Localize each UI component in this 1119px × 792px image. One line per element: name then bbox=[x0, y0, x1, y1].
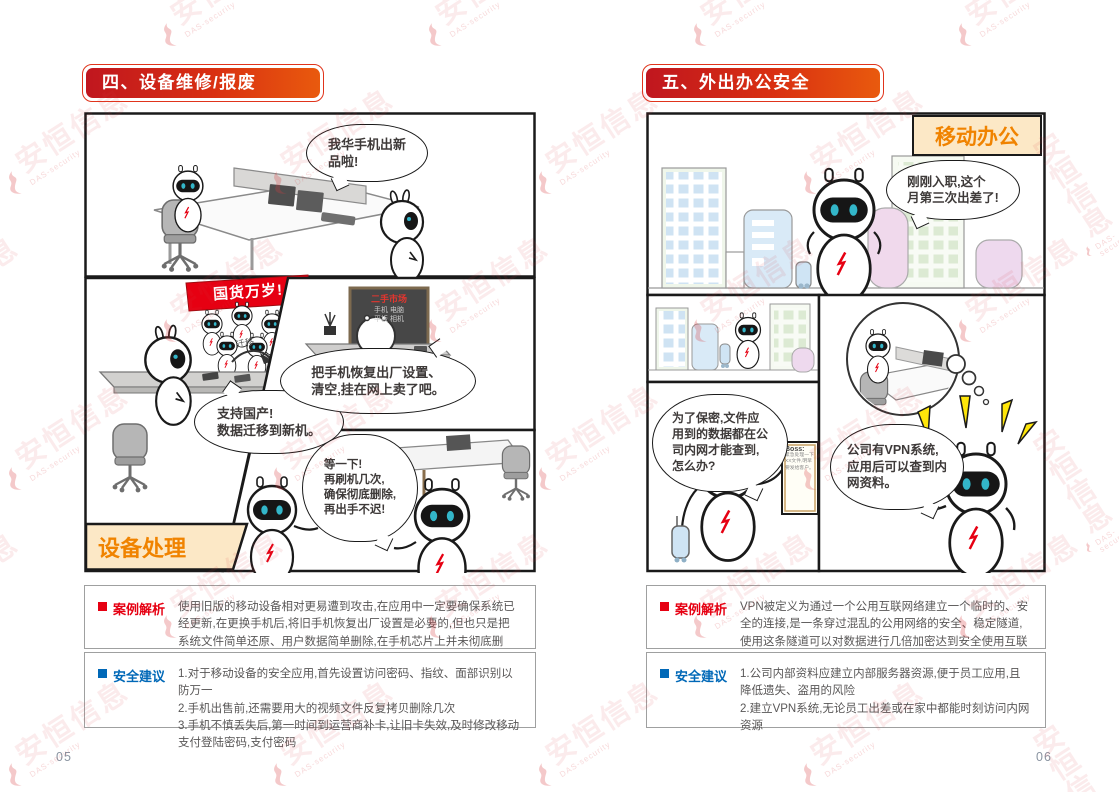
brand-swirl-icon bbox=[1086, 246, 1092, 256]
brand-swirl-icon bbox=[1086, 542, 1092, 552]
safety-advice-label: 安全建议 bbox=[660, 666, 740, 719]
case-analysis-text: VPN被定义为通过一个公用互联网络建立一个临时的、安全的连接,是一条穿过混乱的公… bbox=[740, 601, 1029, 665]
boss-board-text: Boss: 紧急处理一下XX文件,明早要发给客户。 bbox=[785, 446, 815, 472]
speech-bubble-new-phone: 我华手机出新 品啦! bbox=[306, 124, 428, 182]
robot-accessories-illustration bbox=[671, 441, 819, 563]
robot-arm bbox=[393, 541, 417, 550]
section-title-banner-left: 四、设备维修/报废 bbox=[82, 64, 324, 102]
page-title: 四、设备维修/报废 bbox=[86, 68, 320, 98]
robot-arm bbox=[293, 524, 319, 531]
speech-bubble-new-job: 刚刚入职,这个 月第三次出差了! bbox=[886, 160, 1020, 220]
page-number-right: 06 bbox=[1036, 750, 1052, 764]
board-line: 手机 电脑 bbox=[374, 306, 404, 314]
brand-swirl-icon bbox=[9, 763, 22, 786]
case-analysis-label: 案例解析 bbox=[98, 599, 178, 640]
comic-right: 移动办公 刚刚入职,这个 月第三次出差了! 为了保密,文件应 用到的数据都在公 … bbox=[646, 112, 1046, 573]
street-scene-illustration bbox=[648, 303, 818, 373]
brand-swirl-icon bbox=[9, 171, 22, 194]
brand-swirl-icon bbox=[164, 23, 177, 46]
safety-advice-label: 安全建议 bbox=[98, 666, 178, 719]
speech-bubble-intranet: 为了保密,文件应 用到的数据都在公 司内网才能查到, 怎么办? bbox=[652, 394, 788, 492]
case-analysis-text: 使用旧版的移动设备相对更易遭到攻击,在应用中一定要确保系统已经更新,在更换手机后… bbox=[178, 601, 515, 665]
speech-bubble-factory-reset: 把手机恢复出厂设置、 清空,挂在网上卖了吧。 bbox=[280, 348, 476, 414]
exclamation-sparks-icon bbox=[917, 395, 1038, 445]
square-bullet-icon bbox=[98, 669, 107, 678]
brand-swirl-icon bbox=[9, 467, 22, 490]
board-title: 二手市场 bbox=[370, 294, 407, 304]
robot-arms bbox=[806, 231, 882, 255]
device-handling-label-bg bbox=[84, 522, 249, 571]
safety-advice-box-left: 安全建议 1.对于移动设备的安全应用,首先设置访问密码、指纹、面部识别以防万一 … bbox=[84, 652, 536, 749]
brand-swirl-icon bbox=[694, 23, 707, 46]
boss-board-title: Boss: bbox=[785, 446, 805, 453]
case-analysis-label: 案例解析 bbox=[660, 599, 740, 640]
brand-swirl-icon bbox=[959, 23, 972, 46]
square-bullet-icon bbox=[660, 669, 669, 678]
robot-listening-illustration bbox=[246, 475, 298, 573]
brand-swirl-icon bbox=[804, 763, 817, 786]
case-analysis-box-left: 案例解析 使用旧版的移动设备相对更易遭到攻击,在应用中一定要确保系统已经更新,在… bbox=[84, 585, 536, 665]
comic-left: 我华手机出新 品啦! 国货万岁! 迁移 支持国产! 数据迁移到新机。 二手市场 … bbox=[84, 112, 536, 573]
page-title: 五、外出办公安全 bbox=[646, 68, 880, 98]
brand-swirl-icon bbox=[274, 763, 287, 786]
safety-advice-text: 1.对于移动设备的安全应用,首先设置访问密码、指纹、面部识别以防万一 2.手机出… bbox=[178, 668, 520, 749]
thought-trail-icon bbox=[946, 354, 990, 406]
page-number-left: 05 bbox=[56, 750, 72, 764]
brand-swirl-icon bbox=[539, 763, 552, 786]
device-handling-label: 设备处理 bbox=[98, 536, 187, 561]
case-analysis-box-right: 案例解析 VPN被定义为通过一个公用互联网络建立一个临时的、安全的连接,是一条穿… bbox=[646, 585, 1046, 665]
boss-board-body: 紧急处理一下XX文件,明早要发给客户。 bbox=[785, 453, 814, 471]
square-bullet-icon bbox=[98, 602, 107, 611]
safety-advice-box-right: 安全建议 1.公司内部资料应建立内部服务器资源,便于员工应用,且降低遗失、盗用的… bbox=[646, 652, 1046, 732]
speech-bubble-wait: 等一下! 再刷机几次, 确保彻底删除, 再出手不迟! bbox=[302, 434, 418, 542]
square-bullet-icon bbox=[660, 602, 669, 611]
section-title-banner-right: 五、外出办公安全 bbox=[642, 64, 884, 102]
board-line: 平板 相机 bbox=[374, 316, 404, 324]
thought-scene-illustration bbox=[858, 328, 957, 413]
speech-bubble-vpn: 公司有VPN系统, 应用后可以查到内 网资料。 bbox=[830, 424, 964, 510]
secondhand-board-text: 二手市场 手机 电脑 平板 相机 bbox=[354, 293, 424, 325]
brand-swirl-icon bbox=[429, 23, 442, 46]
safety-advice-text: 1.公司内部资料应建立内部服务器资源,便于员工应用,且降低遗失、盗用的风险 2.… bbox=[740, 668, 1030, 732]
mobile-office-label: 移动办公 bbox=[912, 115, 1042, 156]
